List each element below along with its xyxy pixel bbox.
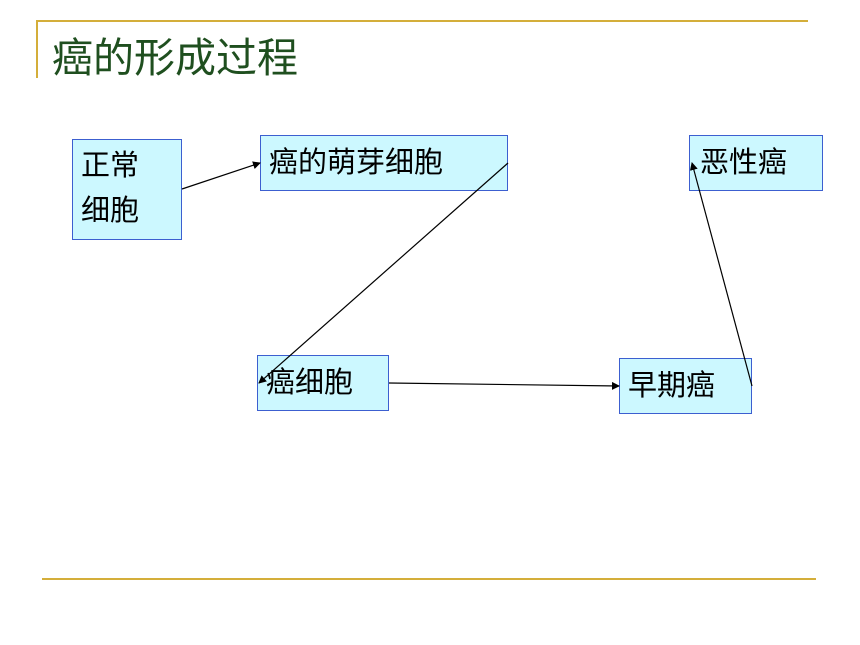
slide-title: 癌的形成过程	[52, 34, 298, 82]
node-normal-cell-line1: 正常	[81, 148, 140, 182]
bottom-rule	[42, 578, 816, 580]
arrow-normal-to-precancer	[181, 161, 261, 190]
node-normal-cell: 正常 细胞	[72, 139, 182, 240]
left-rule	[36, 20, 38, 78]
top-rule	[36, 20, 808, 22]
node-cancer-cell: 癌细胞	[257, 355, 389, 411]
node-normal-cell-line2: 细胞	[81, 193, 140, 227]
node-early-cancer: 早期癌	[619, 358, 752, 414]
node-precancer-cell: 癌的萌芽细胞	[260, 135, 508, 191]
arrow-early-to-malignant	[689, 162, 753, 387]
arrow-precancer-to-cancer-cell	[258, 162, 509, 384]
node-malignant-cancer: 恶性癌	[689, 135, 823, 191]
arrow-cancer-cell-to-early	[388, 381, 620, 390]
